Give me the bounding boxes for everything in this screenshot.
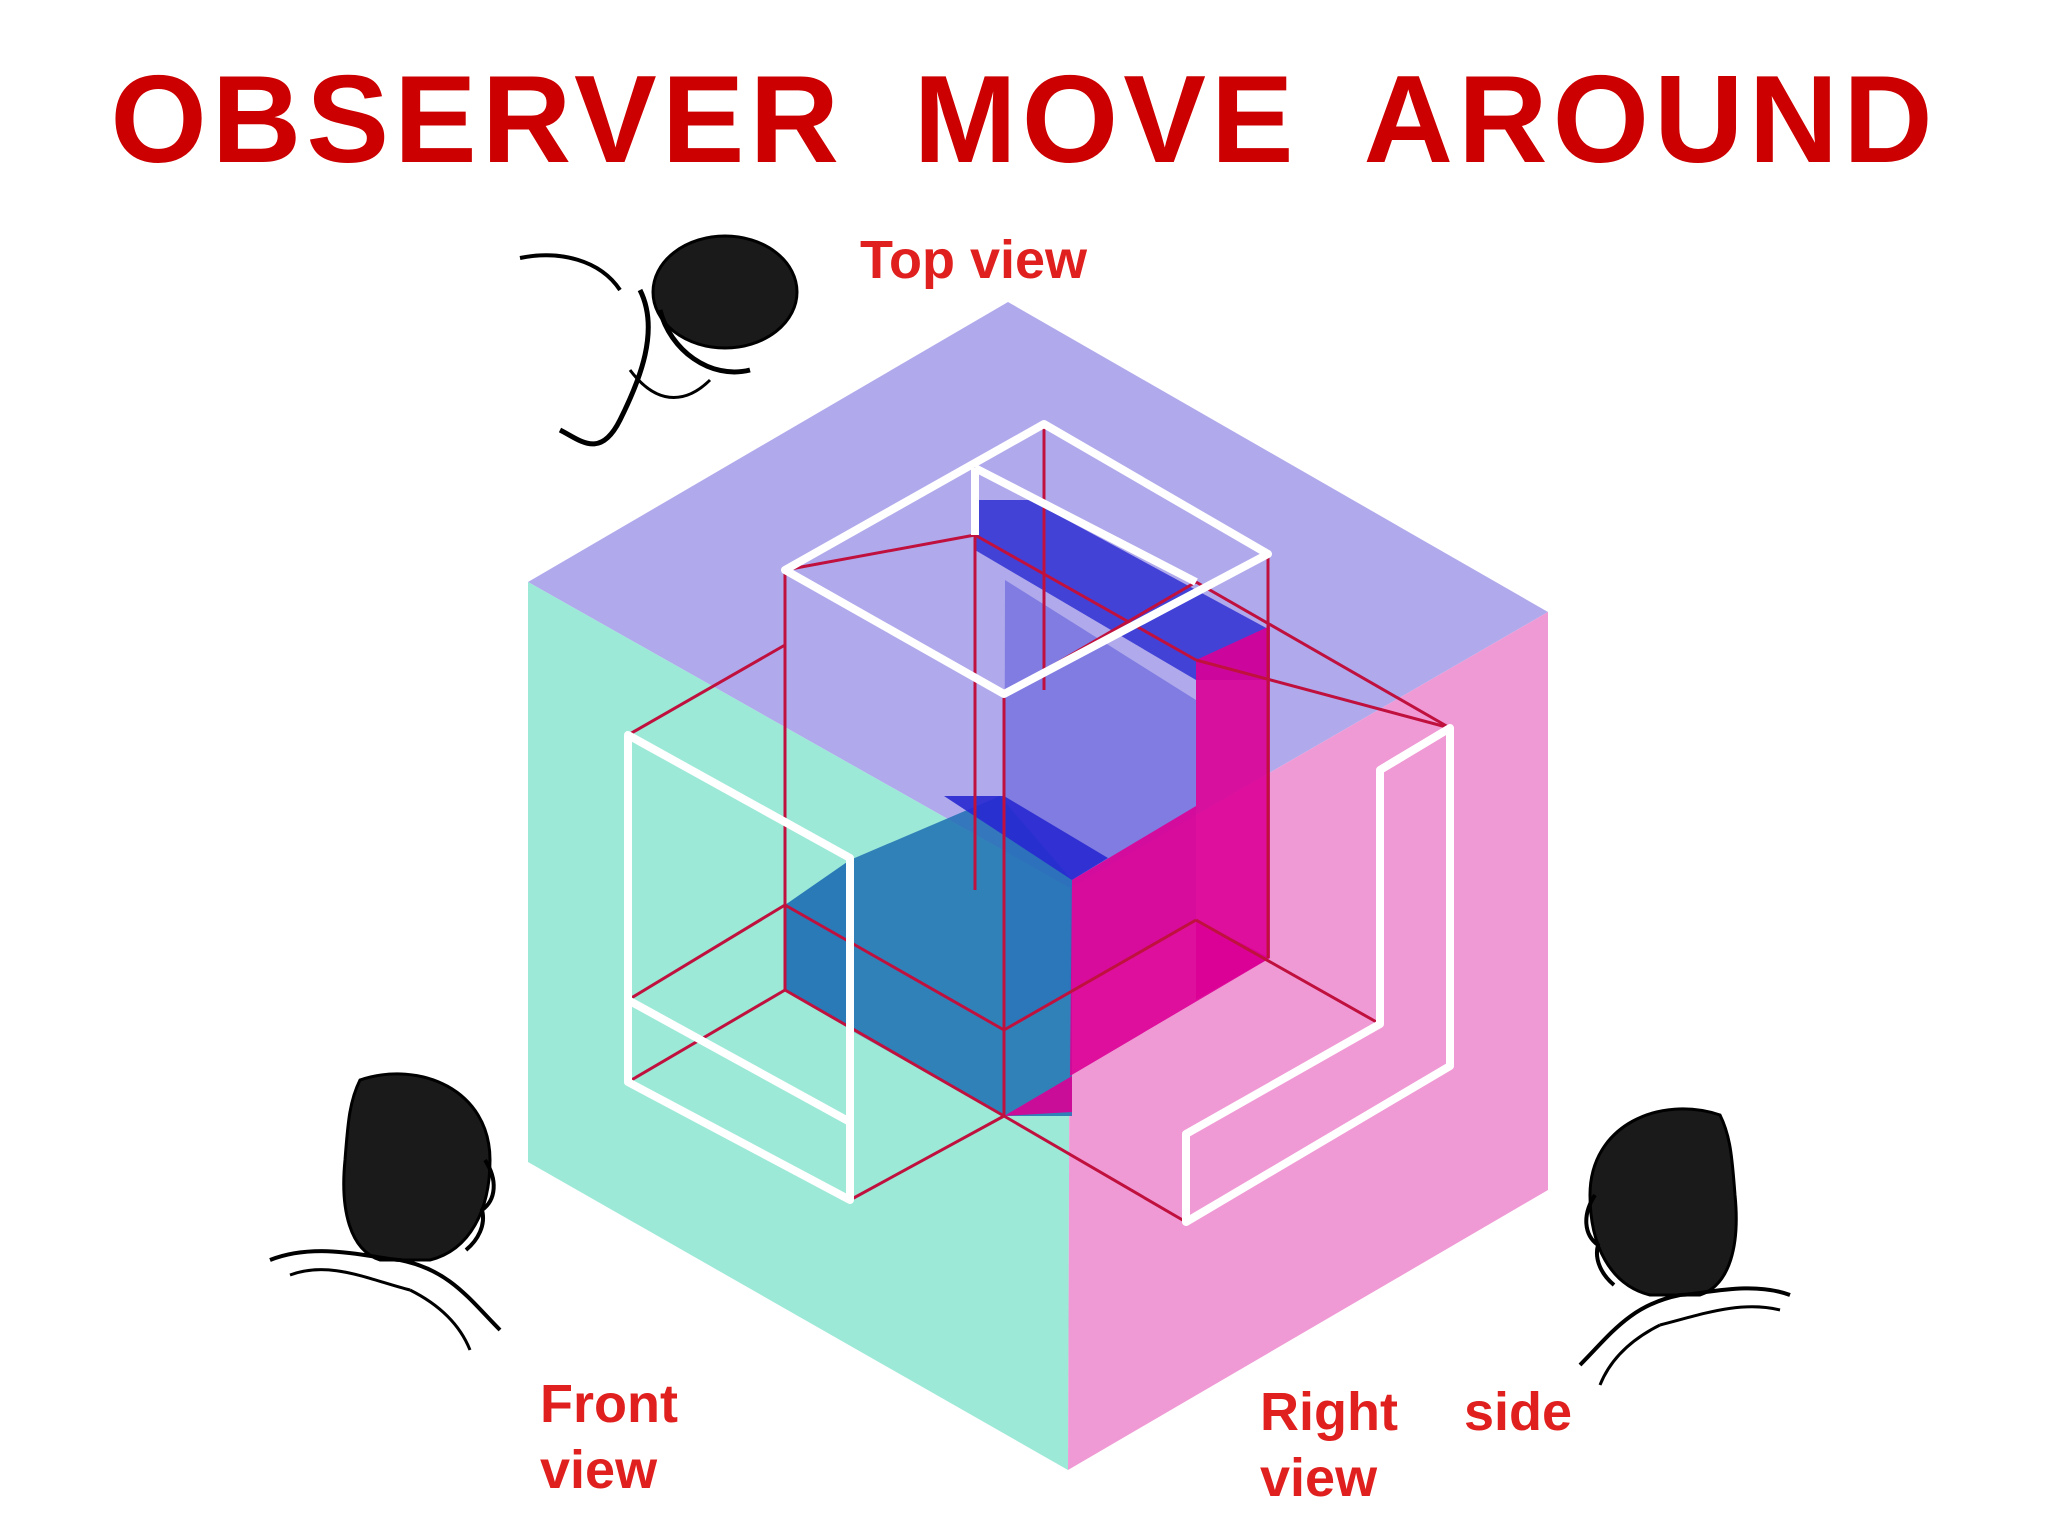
projection-lines — [627, 424, 1451, 1224]
front-view-label: Front view — [540, 1374, 678, 1500]
top-projection-strip — [975, 500, 1270, 680]
observer-looking-down-icon — [519, 234, 799, 447]
front-projection-light — [785, 860, 1004, 1116]
right-projection-horizontal — [1070, 806, 1270, 1076]
right-projection-lower — [1004, 1076, 1072, 1116]
front-plane — [528, 582, 1070, 1470]
observer-facing-right-icon — [269, 1072, 502, 1351]
front-projection-region — [785, 796, 1072, 1116]
right-side-view-label: Right side view — [1260, 1382, 1573, 1508]
top-view-label: Top view — [860, 230, 1088, 290]
top-plane — [528, 302, 1548, 888]
observer-facing-left-icon — [1578, 1107, 1791, 1386]
top-projection-front-band — [944, 796, 1108, 880]
page-title: OBSERVER MOVE AROUND — [110, 51, 1938, 189]
object-outline — [624, 420, 1454, 1226]
right-projection-vertical — [1196, 626, 1270, 1000]
